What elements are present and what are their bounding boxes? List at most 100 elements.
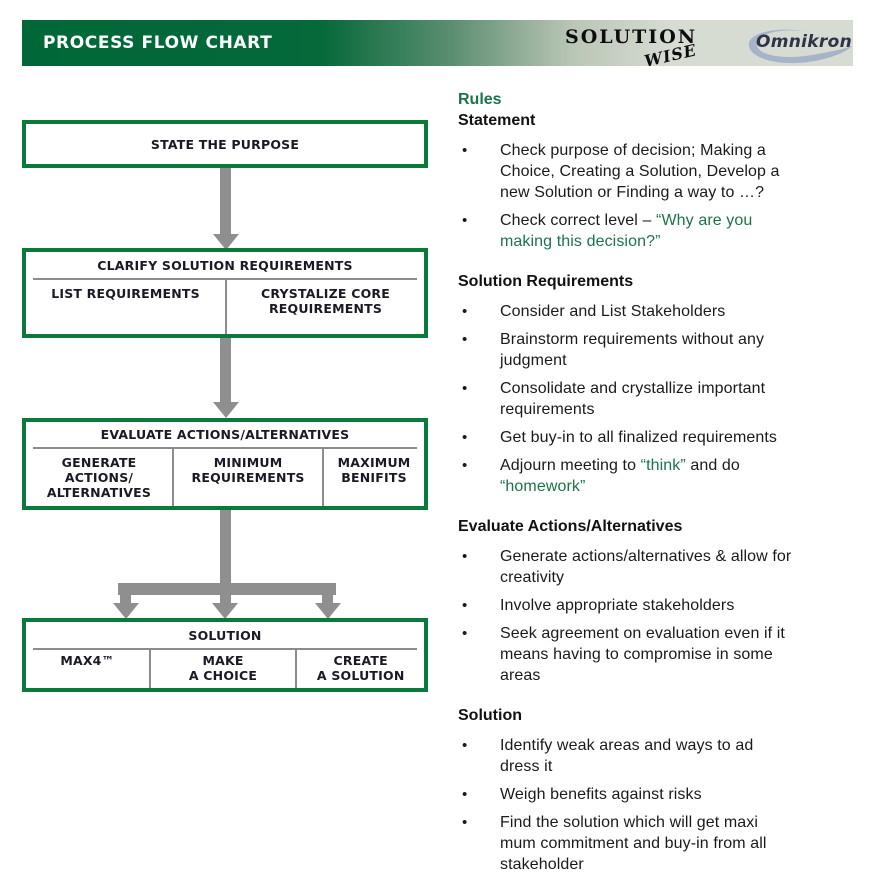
flow-arrow-stem [120, 595, 131, 603]
flow-arrow-head [213, 402, 239, 418]
bullet-item: • Seek agreement on evaluation even if it… [458, 623, 868, 686]
bullet-text-green-segment: “Why are you making this decision?” [500, 212, 753, 250]
bullet-item: • Consolidate and crystallize important r… [458, 378, 868, 420]
flow-box-cells: GENERATE ACTIONS/ ALTERNATIVES MINIMUM R… [26, 449, 424, 506]
bullet-text-segment: Get buy-in to all finalized requirements [500, 429, 778, 446]
flow-box-cells: LIST REQUIREMENTS CRYSTALIZE CORE REQUIR… [26, 280, 424, 334]
bullet-marker: • [462, 331, 468, 348]
flow-box-title: EVALUATE ACTIONS/ALTERNATIVES [100, 427, 350, 442]
bullet-text-segment: Consider and List Stakeholders [500, 303, 726, 320]
flow-arrow-head [113, 603, 139, 619]
bullet-text-segment: Generate actions/alternatives & allow fo… [500, 548, 792, 586]
bullet-text: Involve appropriate stakeholders [500, 595, 868, 616]
solutionwise-logo: SOLUTION WISE [562, 24, 732, 71]
bullet-text: Check correct level – “Why are you makin… [500, 210, 868, 252]
header-bar: PROCESS FLOW CHART SOLUTION WISE Omnikro… [22, 20, 853, 71]
bullet-text-segment: Weigh benefits against risks [500, 786, 702, 803]
bullet-text: Check purpose of decision; Making a Choi… [500, 140, 868, 203]
bullet-text-segment: Consolidate and crystallize important re… [500, 380, 766, 418]
bullet-text: Brainstorm requirements without any judg… [500, 329, 868, 371]
process-flowchart: STATE THE PURPOSE CLARIFY SOLUTION REQUI… [22, 120, 428, 692]
bullet-text: Identify weak areas and ways to ad dress… [500, 735, 868, 777]
bullet-marker: • [462, 814, 468, 831]
rules-sections: Statement • Check purpose of decision; Mak… [458, 111, 868, 875]
flow-cell-maximum-benifits: MAXIMUM BENIFITS [322, 449, 424, 506]
flow-arrow-stem [220, 168, 231, 234]
solutionwise-logo-text: SOLUTION [565, 26, 698, 48]
flow-arrow-stem [322, 595, 333, 603]
bullet-text-segment: Find the solution which will get maxi mu… [500, 814, 767, 873]
bullet-item: • Get buy-in to all finalized requirement… [458, 427, 868, 448]
flow-arrow-bar [118, 583, 336, 595]
bullet-text: Seek agreement on evaluation even if it … [500, 623, 868, 686]
bullet-item: • Involve appropriate stakeholders [458, 595, 868, 616]
flow-arrow-head [213, 234, 239, 250]
flow-cell-minimum-requirements: MINIMUM REQUIREMENTS [172, 449, 322, 506]
bullet-text: Weigh benefits against risks [500, 784, 868, 805]
bullet-text: Find the solution which will get maxi mu… [500, 812, 868, 875]
flow-cell-make-a-choice: MAKE A CHOICE [148, 650, 296, 688]
bullet-text-segment: and do [690, 457, 740, 474]
bullet-item: • Identify weak areas and ways to ad dres… [458, 735, 868, 777]
page-title: PROCESS FLOW CHART [43, 33, 273, 53]
bullet-marker: • [462, 429, 468, 446]
flow-box-solution: SOLUTION MAX4™ MAKE A CHOICE CREATE A SO… [22, 618, 428, 692]
bullet-marker: • [462, 625, 468, 642]
section-heading: Evaluate Actions/Alternatives [458, 518, 683, 535]
flow-arrow-stem [220, 338, 231, 402]
flow-box-title: CLARIFY SOLUTION REQUIREMENTS [97, 257, 353, 273]
bullet-marker: • [462, 212, 468, 229]
bullet-marker: • [462, 457, 468, 474]
bullet-text-segment: Brainstorm requirements without any judg… [500, 331, 765, 369]
flow-box-clarify-requirements: CLARIFY SOLUTION REQUIREMENTS LIST REQUI… [22, 248, 428, 338]
bullet-marker: • [462, 737, 468, 754]
flow-box-divider [33, 648, 417, 650]
omnikron-swoosh-icon [748, 29, 852, 64]
bullet-text-green-segment: “homework” [500, 478, 586, 495]
rules-section: Evaluate Actions/Alternatives • Generate a… [458, 517, 868, 686]
bullet-item: • Check correct level – “Why are you maki… [458, 210, 868, 252]
bullet-marker: • [462, 548, 468, 565]
flow-cell-crystalize-core: CRYSTALIZE CORE REQUIREMENTS [225, 280, 424, 334]
bullet-text-segment: Seek agreement on evaluation even if it … [500, 625, 785, 684]
bullet-text-segment: Identify weak areas and ways to ad dress… [500, 737, 754, 775]
section-heading: Solution Requirements [458, 273, 634, 290]
bullet-text: Get buy-in to all finalized requirements [500, 427, 868, 448]
flow-arrow-head [315, 603, 341, 619]
bullet-text: Consolidate and crystallize important re… [500, 378, 868, 420]
section-heading: Statement [458, 112, 536, 129]
rules-section: Statement • Check purpose of decision; Mak… [458, 111, 868, 252]
bullet-item: • Generate actions/alternatives & allow f… [458, 546, 868, 588]
flow-box-cells: MAX4™ MAKE A CHOICE CREATE A SOLUTION [26, 650, 424, 688]
bullet-item: • Find the solution which will get maxi m… [458, 812, 868, 875]
omnikron-logo: Omnikron [742, 24, 868, 64]
bullet-text-segment: Check correct level – [500, 212, 657, 229]
bullet-text-segment: Adjourn meeting to [500, 457, 641, 474]
flow-box-title: STATE THE PURPOSE [150, 136, 300, 152]
bullet-text-segment: Check purpose of decision; Making a Choi… [500, 142, 780, 201]
bullet-marker: • [462, 380, 468, 397]
flow-box-divider [33, 447, 417, 449]
section-heading: Solution [458, 707, 522, 724]
bullet-marker: • [462, 597, 468, 614]
bullet-text-green-segment: “think” [640, 457, 686, 474]
bullet-text: Adjourn meeting to “think” and do “homew… [500, 455, 868, 497]
flow-box-title: SOLUTION [188, 627, 262, 643]
bullet-text: Generate actions/alternatives & allow fo… [500, 546, 868, 588]
flow-arrow-head [212, 603, 238, 619]
rules-panel-title: Rules [458, 91, 502, 108]
rules-section: Solution Requirements • Consider and List … [458, 272, 868, 497]
bullet-text: Consider and List Stakeholders [500, 301, 868, 322]
flow-cell-max4: MAX4™ [60, 653, 115, 668]
bullet-marker: • [462, 142, 468, 159]
bullet-marker: • [462, 786, 468, 803]
flow-box-evaluate-actions: EVALUATE ACTIONS/ALTERNATIVES GENERATE A… [22, 418, 428, 510]
bullet-item: • Weigh benefits against risks [458, 784, 868, 805]
flow-arrow-stem [220, 510, 231, 603]
bullet-item: • Consider and List Stakeholders [458, 301, 868, 322]
bullet-marker: • [462, 303, 468, 320]
flow-box-state-purpose: STATE THE PURPOSE [22, 120, 428, 168]
flow-cell-create-a-solution: CREATE A SOLUTION [295, 650, 424, 688]
flow-cell-generate-actions: GENERATE ACTIONS/ ALTERNATIVES [46, 455, 152, 500]
bullet-item: • Brainstorm requirements without any jud… [458, 329, 868, 371]
